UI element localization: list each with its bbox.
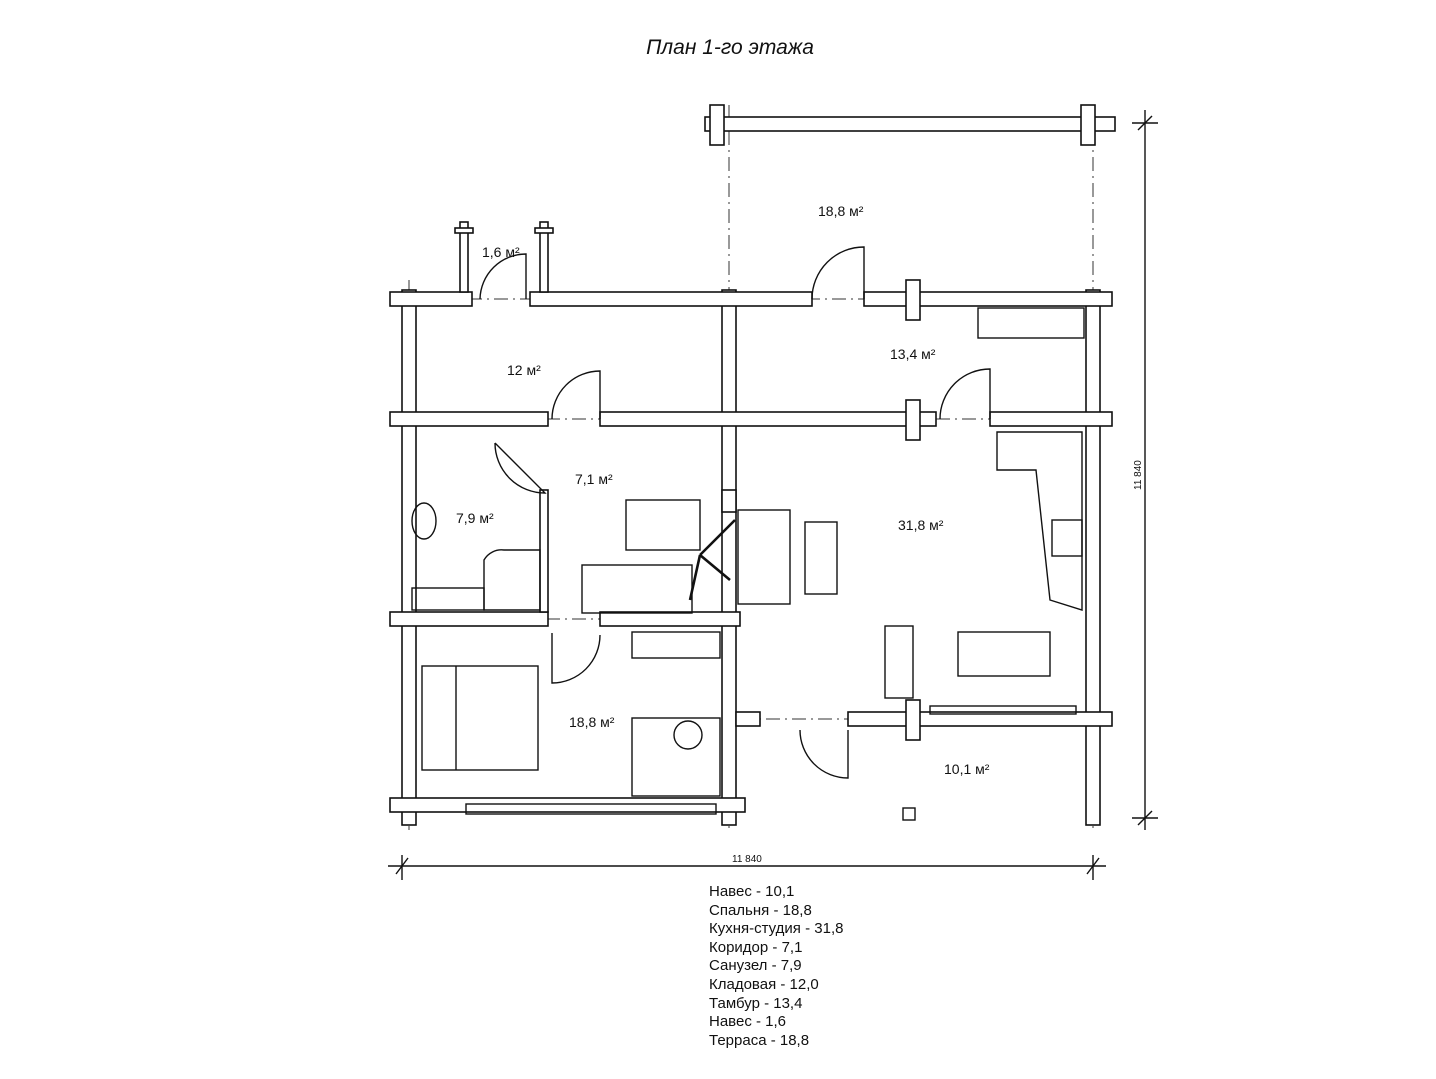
- furniture: [411, 307, 1085, 821]
- room-area-kitchen-studio: 31,8 м²: [898, 517, 944, 533]
- legend-item: Спальня - 18,8: [709, 901, 812, 919]
- walls: [389, 104, 1116, 826]
- room-area-corridor: 7,1 м²: [575, 471, 613, 487]
- dimension-lines: [388, 110, 1158, 880]
- room-area-small-canopy: 1,6 м²: [482, 244, 520, 260]
- legend-item: Тамбур - 13,4: [709, 994, 803, 1012]
- room-area-storage: 12 м²: [507, 362, 541, 378]
- room-area-terrace: 18,8 м²: [818, 203, 864, 219]
- legend-item: Коридор - 7,1: [709, 938, 803, 956]
- height-dimension: 11 840: [1133, 460, 1144, 490]
- legend-item: Терраса - 18,8: [709, 1031, 810, 1049]
- legend-item: Кладовая - 12,0: [709, 975, 819, 993]
- area-legend: Навес - 10,1 Спальня - 18,8 Кухня-студия…: [709, 883, 843, 1050]
- room-area-vestibule: 13,4 м²: [890, 346, 936, 362]
- legend-item: Навес - 1,6: [709, 1013, 786, 1031]
- doors: [479, 246, 991, 779]
- room-area-canopy: 10,1 м²: [944, 761, 990, 777]
- room-area-bathroom: 7,9 м²: [456, 510, 494, 526]
- legend-item: Санузел - 7,9: [709, 957, 802, 975]
- plan-title: План 1-го этажа: [646, 36, 814, 59]
- width-dimension: 11 840: [732, 854, 762, 865]
- legend-item: Навес - 10,1: [709, 883, 795, 900]
- room-area-bedroom: 18,8 м²: [569, 714, 615, 730]
- legend-item: Кухня-студия - 31,8: [709, 920, 844, 938]
